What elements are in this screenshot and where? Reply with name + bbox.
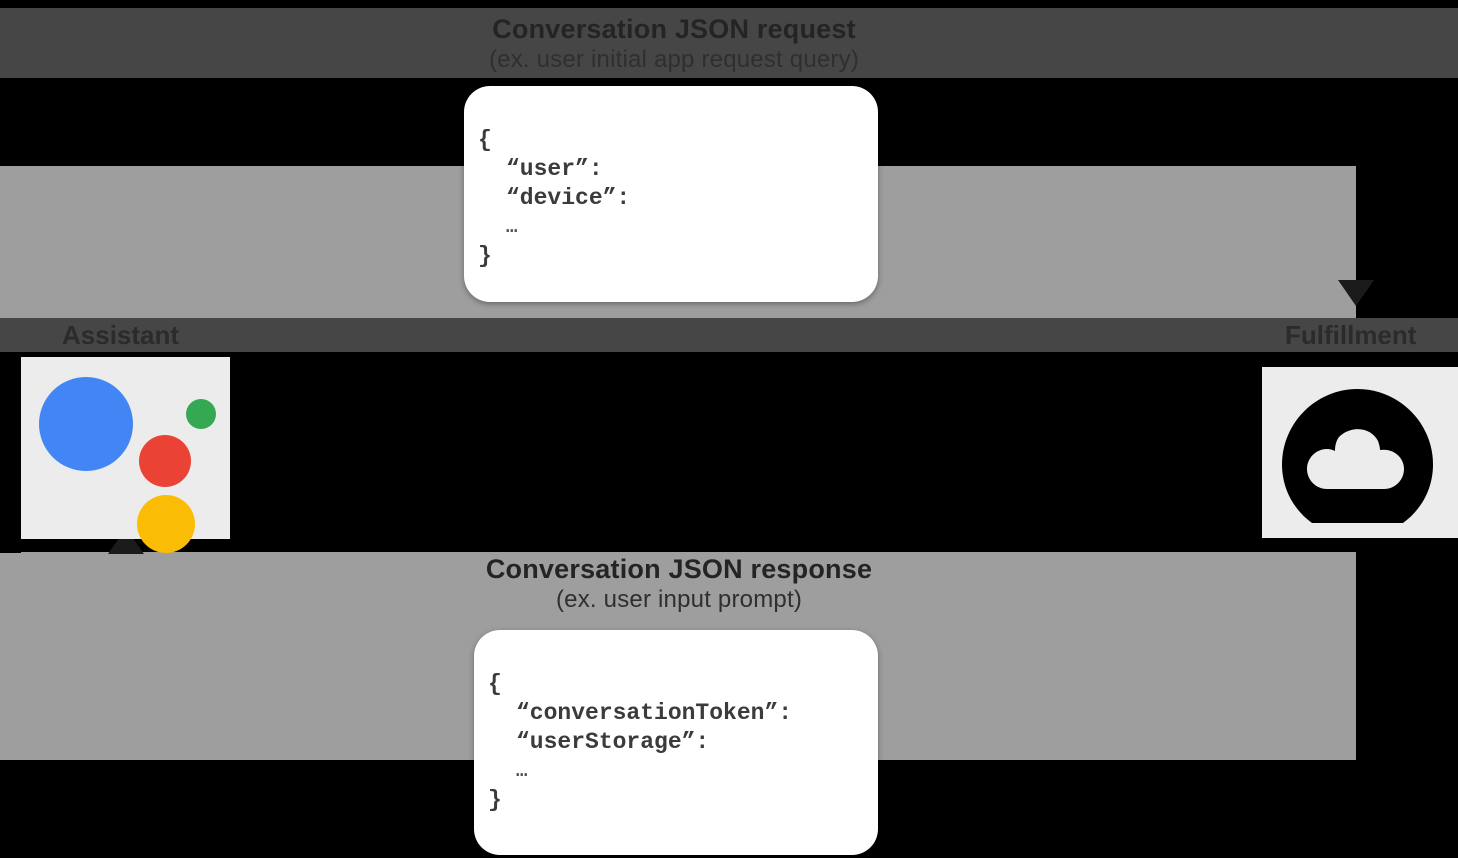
cloud-glyph-icon <box>1282 389 1433 523</box>
request-caption: Conversation JSON request (ex. user init… <box>439 14 909 74</box>
request-json-card: { “user”: “device”: … } <box>464 86 878 302</box>
request-banner-band <box>0 8 1458 78</box>
arrow-down-icon <box>1338 280 1374 306</box>
assistant-yellow-dot <box>137 495 195 553</box>
response-caption-subtitle: (ex. user input prompt) <box>555 585 803 613</box>
assistant-blue-dot <box>39 377 133 471</box>
json-key-user: “user”: <box>506 156 603 182</box>
request-flow-left-segment <box>0 166 120 318</box>
json-key-conversationtoken: “conversationToken”: <box>516 700 793 726</box>
json-ellipsis: … <box>506 216 518 238</box>
response-caption-title: Conversation JSON response <box>485 554 873 584</box>
assistant-tile-notch <box>0 539 21 553</box>
request-caption-title: Conversation JSON request <box>492 14 856 44</box>
response-json-card: { “conversationToken”: “userStorage”: … … <box>474 630 878 855</box>
google-assistant-icon <box>21 357 230 553</box>
json-close-brace: } <box>478 243 492 269</box>
assistant-green-dot <box>186 399 216 429</box>
fulfillment-label: Fulfillment <box>1285 320 1417 350</box>
request-caption-subtitle: (ex. user initial app request query) <box>488 45 860 73</box>
assistant-label: Assistant <box>62 320 180 350</box>
response-caption: Conversation JSON response (ex. user inp… <box>429 554 929 614</box>
middle-banner-band <box>0 318 1458 352</box>
assistant-red-dot <box>139 435 191 487</box>
json-close-brace: } <box>488 787 502 813</box>
json-open-brace: { <box>488 671 502 697</box>
json-key-device: “device”: <box>506 185 631 211</box>
json-key-userstorage: “userStorage”: <box>516 729 710 755</box>
json-open-brace: { <box>478 127 492 153</box>
json-ellipsis: … <box>516 760 528 782</box>
